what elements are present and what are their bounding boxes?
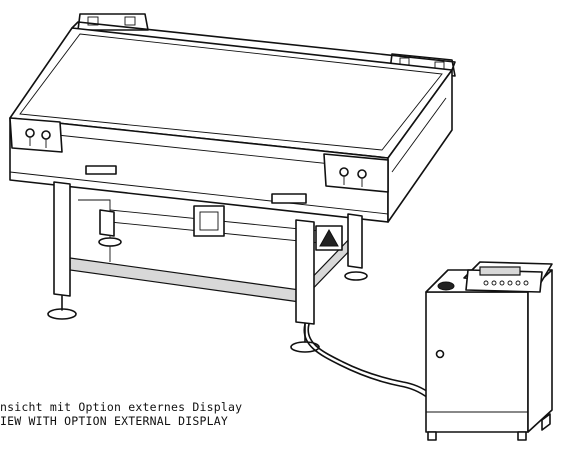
front-right-leg	[290, 219, 320, 353]
front-left-leg	[47, 181, 77, 320]
left-control-plate	[9, 117, 63, 153]
warning-sign	[315, 225, 343, 251]
display-head-unit	[463, 261, 553, 293]
display-knob	[437, 281, 455, 291]
caption-german: nsicht mit Option externes Display	[0, 400, 243, 414]
right-control-plate	[323, 153, 389, 193]
rear-right-leg	[344, 213, 368, 281]
caption-english: IEW WITH OPTION EXTERNAL DISPLAY	[0, 414, 228, 428]
right-side-frame	[387, 69, 453, 223]
cable	[303, 323, 432, 399]
external-display-cabinet	[425, 269, 553, 441]
rear-left-leg	[98, 209, 122, 247]
